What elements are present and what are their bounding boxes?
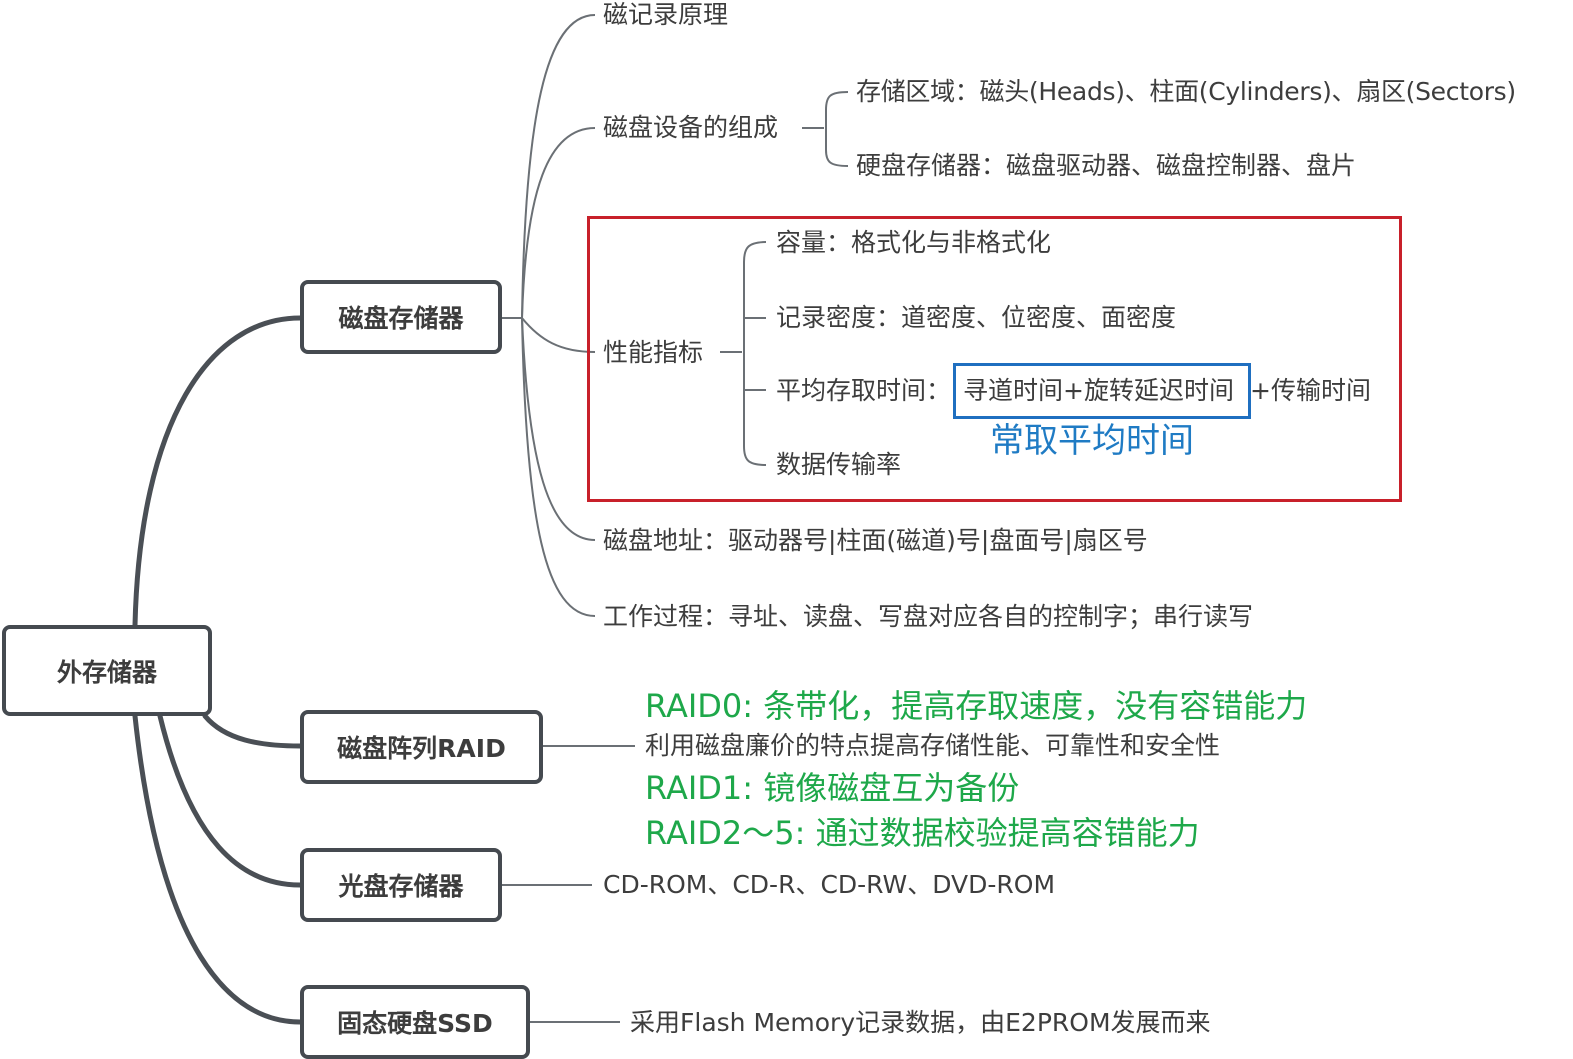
raid-label: 磁盘阵列RAID [337, 734, 506, 763]
disk-storage-label: 磁盘存储器 [338, 304, 464, 333]
ssd-description-text: 采用Flash Memory记录数据，由E2PROM发展而来 [630, 1008, 1211, 1037]
connector-disk-address [521, 317, 596, 541]
connector-disk-performance [521, 317, 596, 353]
connector-disk-process [521, 317, 596, 617]
connector-root-optical [157, 713, 303, 888]
performance-capacity-text: 容量：格式化与非格式化 [776, 228, 1052, 257]
ssd-label: 固态硬盘SSD [337, 1009, 493, 1038]
composition-hardware-text: 硬盘存储器：磁盘驱动器、磁盘控制器、盘片 [856, 151, 1357, 180]
disk-storage-node[interactable]: 磁盘存储器 [300, 280, 502, 354]
performance-access-suffix-text: +传输时间 [1250, 376, 1371, 405]
optical-storage-label: 光盘存储器 [338, 872, 464, 901]
root-node[interactable]: 外存储器 [2, 625, 212, 716]
disk-composition-text: 磁盘设备的组成 [603, 113, 779, 142]
connector-disk-principle [521, 14, 596, 319]
disk-process-text: 工作过程：寻址、读盘、写盘对应各自的控制字；串行读写 [603, 602, 1254, 631]
connector-composition-children [825, 91, 849, 167]
connector-root-disk [132, 315, 303, 628]
disk-performance-text: 性能指标 [603, 338, 704, 367]
performance-access-prefix-text: 平均存取时间： [776, 376, 952, 405]
ssd-node[interactable]: 固态硬盘SSD [300, 985, 530, 1059]
composition-storage-area-text: 存储区域：磁头(Heads)、柱面(Cylinders)、扇区(Sectors) [856, 77, 1516, 106]
access-time-highlight-box [953, 363, 1251, 419]
connector-performance-children [743, 241, 767, 466]
connector-disk-composition [521, 127, 596, 319]
performance-transfer-rate-text: 数据传输率 [776, 450, 902, 479]
raid-description-text: 利用磁盘廉价的特点提高存储性能、可靠性和安全性 [645, 731, 1221, 760]
connector-root-raid [202, 713, 303, 749]
disk-address-text: 磁盘地址：驱动器号|柱面(磁道)号|盘面号|扇区号 [603, 526, 1148, 555]
performance-access-boxed-text: 寻道时间+旋转延迟时间 [963, 376, 1234, 405]
access-time-note: 常取平均时间 [990, 421, 1194, 461]
performance-density-text: 记录密度：道密度、位密度、面密度 [776, 303, 1177, 332]
optical-types-text: CD-ROM、CD-R、CD-RW、DVD-ROM [603, 870, 1056, 899]
disk-principle-text: 磁记录原理 [603, 0, 729, 29]
connector-root-ssd [132, 713, 303, 1025]
raid0-note: RAID0: 条带化，提高存取速度，没有容错能力 [645, 687, 1308, 725]
optical-storage-node[interactable]: 光盘存储器 [300, 848, 502, 922]
raid1-note: RAID1: 镜像磁盘互为备份 [645, 769, 1020, 807]
performance-highlight-box [587, 216, 1402, 502]
raid2-5-note: RAID2～5: 通过数据校验提高容错能力 [645, 814, 1200, 852]
root-label: 外存储器 [56, 657, 157, 687]
raid-node[interactable]: 磁盘阵列RAID [300, 710, 543, 784]
